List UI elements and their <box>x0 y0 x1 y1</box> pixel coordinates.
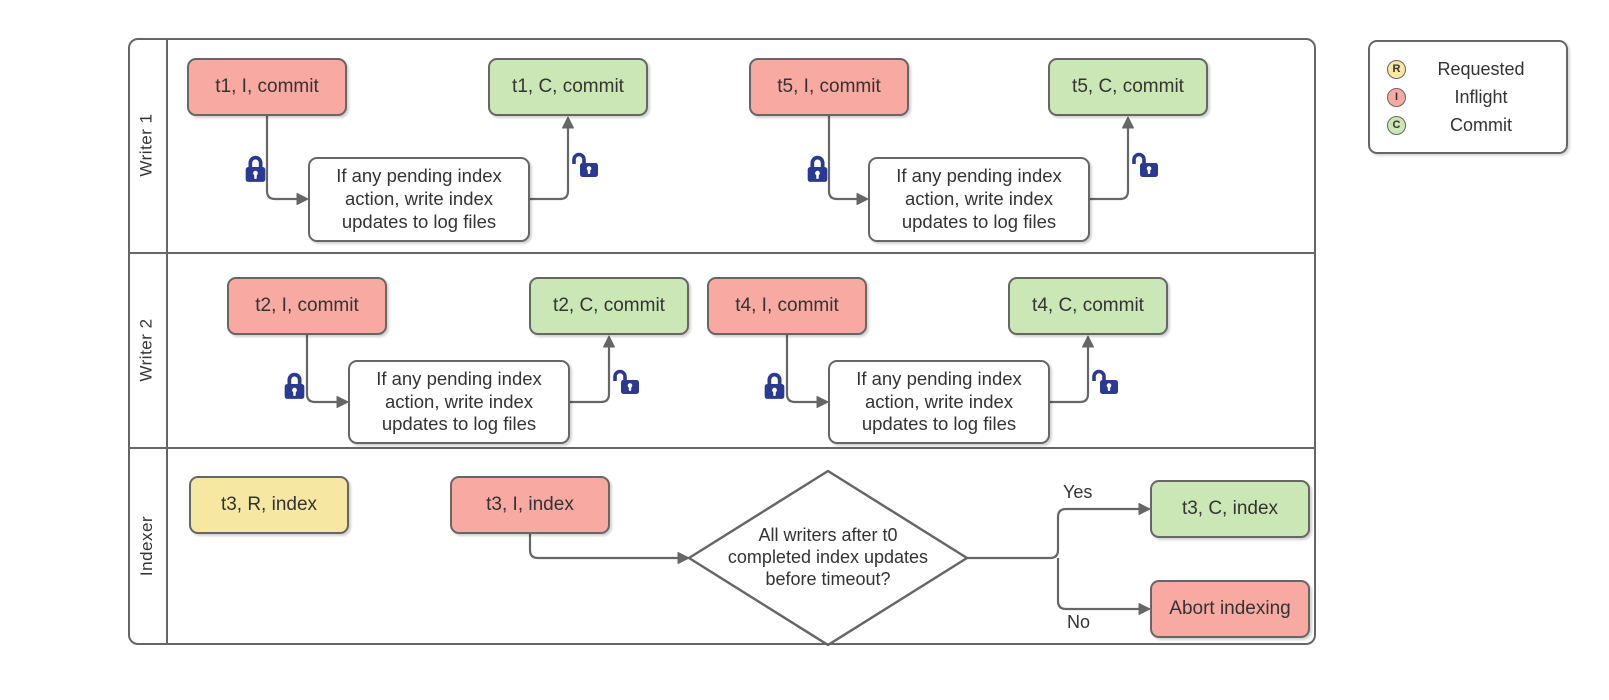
lane-label-indexer: Indexer <box>137 515 157 577</box>
event-box-t4-commit: t4, C, commit <box>1008 277 1168 335</box>
arrowhead <box>1138 503 1151 515</box>
lane-divider <box>128 252 1316 254</box>
event-box-t2-commit: t2, C, commit <box>529 277 689 335</box>
arrowhead <box>1138 603 1151 615</box>
arrowhead <box>562 116 574 129</box>
legend: R Requested I Inflight C Commit <box>1368 40 1568 154</box>
arrowhead <box>1082 335 1094 348</box>
event-box-t2-inflight: t2, I, commit <box>227 277 387 335</box>
connector-note-to-t2c <box>570 346 611 404</box>
connector-t1-to-note <box>265 116 298 201</box>
connector-t3i-to-decision <box>528 534 679 560</box>
connector-note-to-t1c <box>530 127 570 201</box>
note-box-writer1-b: If any pending index action, write index… <box>868 157 1090 242</box>
note-box-writer2-a: If any pending index action, write index… <box>348 360 570 444</box>
swimlane-frame <box>128 38 1316 645</box>
note-box-writer1-a: If any pending index action, write index… <box>308 157 530 242</box>
note-box-writer2-b: If any pending index action, write index… <box>828 360 1050 444</box>
legend-label: Inflight <box>1454 86 1508 107</box>
connector-decision-yes <box>967 507 1140 560</box>
commit-state-icon: C <box>1387 115 1406 135</box>
requested-state-icon: R <box>1387 59 1406 79</box>
arrowhead <box>296 193 309 205</box>
branch-label-no: No <box>1067 612 1091 632</box>
connector-note-to-t4c <box>1050 346 1090 404</box>
lane-label-writer1: Writer 1 <box>137 113 157 177</box>
arrowhead <box>1122 116 1134 129</box>
connector-t2-to-note <box>305 335 338 404</box>
connector-note-to-t5c <box>1090 127 1130 201</box>
legend-row-requested: R Requested <box>1387 59 1556 80</box>
legend-row-inflight: I Inflight <box>1387 87 1556 108</box>
legend-row-commit: C Commit <box>1387 115 1556 136</box>
event-box-t1-inflight: t1, I, commit <box>187 58 347 116</box>
decision-question: All writers after t0 completed index upd… <box>727 525 929 589</box>
event-box-t3-commit: t3, C, index <box>1150 480 1310 538</box>
arrowhead <box>603 335 615 348</box>
legend-label: Requested <box>1437 58 1525 79</box>
event-box-t3-requested: t3, R, index <box>189 476 349 534</box>
arrowhead <box>336 396 349 408</box>
inflight-state-icon: I <box>1387 87 1406 107</box>
lane-label-divider <box>166 38 168 645</box>
lane-divider <box>128 447 1316 449</box>
event-box-t1-commit: t1, C, commit <box>488 58 648 116</box>
event-box-t3-inflight: t3, I, index <box>450 476 610 534</box>
branch-label-yes: Yes <box>1063 482 1093 502</box>
arrowhead <box>816 396 829 408</box>
decision-diamond <box>687 469 969 647</box>
connector-t4-to-note <box>785 335 818 404</box>
arrowhead <box>856 193 869 205</box>
event-box-t4-inflight: t4, I, commit <box>707 277 867 335</box>
connector-decision-no <box>1056 558 1140 611</box>
event-box-t5-commit: t5, C, commit <box>1048 58 1208 116</box>
event-box-t5-inflight: t5, I, commit <box>749 58 909 116</box>
lane-label-writer2: Writer 2 <box>137 317 157 382</box>
legend-label: Commit <box>1450 114 1512 135</box>
arrowhead <box>677 552 690 564</box>
event-box-abort-indexing: Abort indexing <box>1150 580 1310 638</box>
connector-t5-to-note <box>827 116 858 201</box>
